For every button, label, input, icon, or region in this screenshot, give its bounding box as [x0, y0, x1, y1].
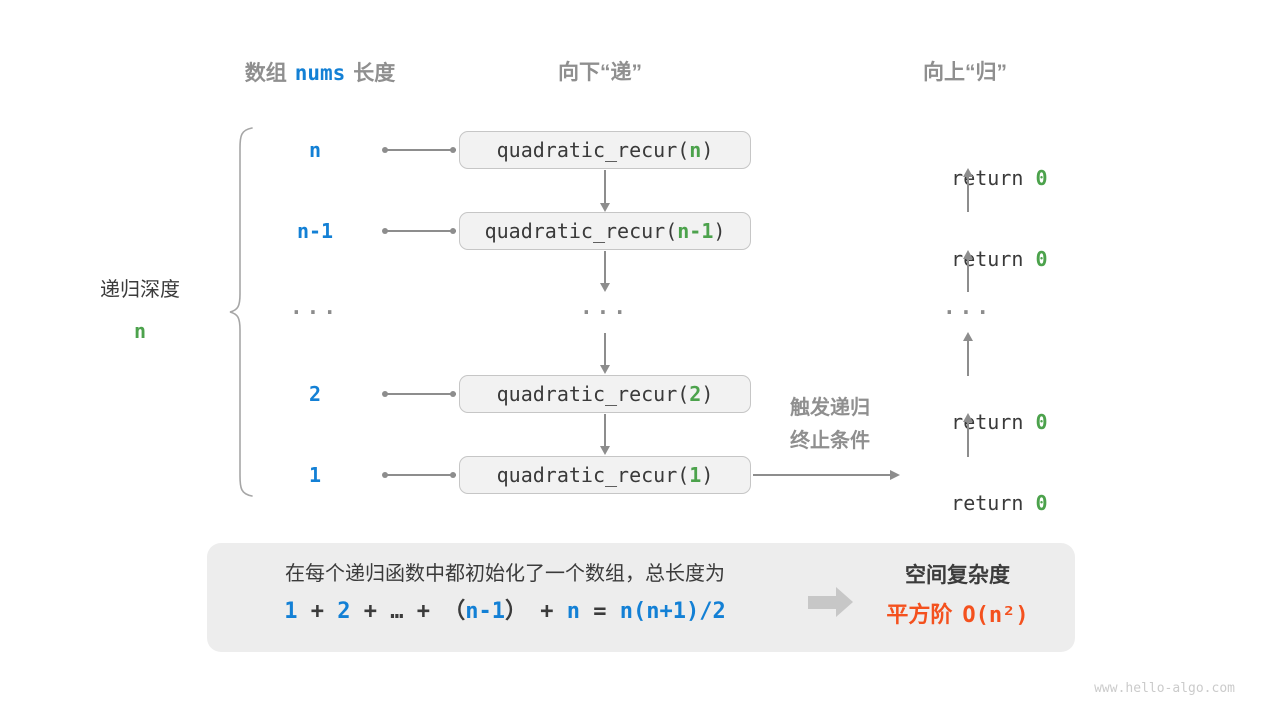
header-array-length-pre: 数组 [244, 62, 287, 85]
connector-dot [450, 391, 456, 397]
return-label: return 0 [903, 380, 1047, 434]
return-value: 0 [1035, 166, 1048, 190]
up-arrow-line [967, 176, 969, 212]
up-arrow-line [967, 421, 969, 457]
return-value: 0 [1035, 491, 1048, 515]
down-arrow-icon [600, 203, 610, 212]
recursion-depth-label: 递归深度 [100, 279, 180, 301]
header-descend: 向下“递” [558, 61, 642, 84]
summary-formula: 1 + 2 + … + （n-1） + n = n(n+1)/2 [230, 598, 780, 626]
formula-token: + [527, 599, 567, 624]
recursion-depth-value: n [133, 319, 147, 343]
base-case-arrow-line [753, 474, 892, 476]
return-value: 0 [1035, 247, 1048, 271]
stack-row-label-n-1: n-1 [296, 219, 334, 243]
connector-dot [450, 472, 456, 478]
formula-token: ） [505, 599, 528, 624]
connector-line [386, 474, 456, 476]
connector-dot [382, 472, 388, 478]
call-text: quadratic_recur( [496, 138, 690, 162]
returns-ellipsis: ... [943, 295, 993, 319]
complexity-value-zh: 平方阶 [886, 602, 953, 627]
block-arrow-icon [808, 587, 854, 618]
connector-line [386, 393, 456, 395]
connector-line [386, 149, 456, 151]
call-text: quadratic_recur( [484, 219, 678, 243]
call-text: ) [713, 219, 726, 243]
call-text: quadratic_recur( [496, 382, 690, 406]
call-box-n: quadratic_recur(n) [459, 131, 751, 169]
call-box-2: quadratic_recur(2) [459, 375, 751, 413]
call-text: ) [701, 138, 714, 162]
complexity-value: 平方阶 O(n²) [870, 601, 1045, 630]
return-label: return 0 [903, 136, 1047, 190]
formula-token: = [580, 599, 620, 624]
watermark: www.hello-algo.com [1094, 681, 1235, 696]
formula-token: + [350, 599, 391, 624]
header-ascend: 向上“归” [923, 61, 1007, 84]
return-keyword: return [951, 491, 1036, 515]
formula-token: n(n+1)/2 [619, 599, 726, 624]
summary-panel [207, 543, 1075, 652]
return-label: return 0 [903, 461, 1047, 515]
down-arrow-line [604, 251, 606, 284]
formula-token: … [390, 599, 404, 624]
up-arrow-line [967, 258, 969, 292]
return-label: return 0 [903, 217, 1047, 271]
recursion-depth-brace [229, 127, 253, 497]
formula-token: n-1 [465, 599, 506, 624]
stack-row-label-2: 2 [308, 382, 322, 406]
header-array-length-post: 长度 [353, 62, 396, 85]
complexity-title: 空间复杂度 [905, 564, 1010, 587]
up-arrow-icon [963, 168, 973, 177]
return-value: 0 [1035, 410, 1048, 434]
connector-dot [382, 147, 388, 153]
header-nums-code: nums [294, 61, 346, 85]
trigger-condition-line1: 触发递归 [790, 397, 870, 419]
call-box-n-1: quadratic_recur(n-1) [459, 212, 751, 250]
connector-dot [450, 147, 456, 153]
formula-token: + [403, 599, 444, 624]
formula-token: n [566, 599, 581, 624]
calls-ellipsis: ... [580, 295, 630, 319]
complexity-value-code: O(n²) [962, 603, 1029, 628]
call-arg: 2 [689, 382, 702, 406]
base-case-arrow-icon [890, 470, 900, 480]
up-arrow-icon [963, 332, 973, 341]
formula-token: + [297, 599, 338, 624]
trigger-condition-line2: 终止条件 [790, 430, 870, 452]
stack-row-label-1: 1 [308, 463, 322, 487]
call-text: ) [701, 382, 714, 406]
call-arg: n-1 [677, 219, 714, 243]
down-arrow-line [604, 414, 606, 447]
down-arrow-line [604, 170, 606, 204]
connector-dot [382, 228, 388, 234]
down-arrow-line [604, 333, 606, 366]
down-arrow-icon [600, 446, 610, 455]
call-arg: n [689, 138, 702, 162]
call-box-1: quadratic_recur(1) [459, 456, 751, 494]
formula-token: 1 [284, 599, 298, 624]
summary-text: 在每个递归函数中都初始化了一个数组，总长度为 [285, 563, 725, 585]
formula-token: （ [443, 599, 466, 624]
connector-dot [382, 391, 388, 397]
connector-dot [450, 228, 456, 234]
down-arrow-icon [600, 283, 610, 292]
header-array-length: 数组 nums 长度 [170, 59, 470, 87]
up-arrow-icon [963, 250, 973, 259]
connector-line [386, 230, 456, 232]
down-arrow-icon [600, 365, 610, 374]
up-arrow-line [967, 340, 969, 376]
stack-row-label-n: n [308, 138, 322, 162]
up-arrow-icon [963, 413, 973, 422]
labels-ellipsis: ... [290, 295, 340, 319]
formula-token: 2 [337, 599, 351, 624]
call-text: ) [701, 463, 714, 487]
call-arg: 1 [689, 463, 702, 487]
call-text: quadratic_recur( [496, 463, 690, 487]
